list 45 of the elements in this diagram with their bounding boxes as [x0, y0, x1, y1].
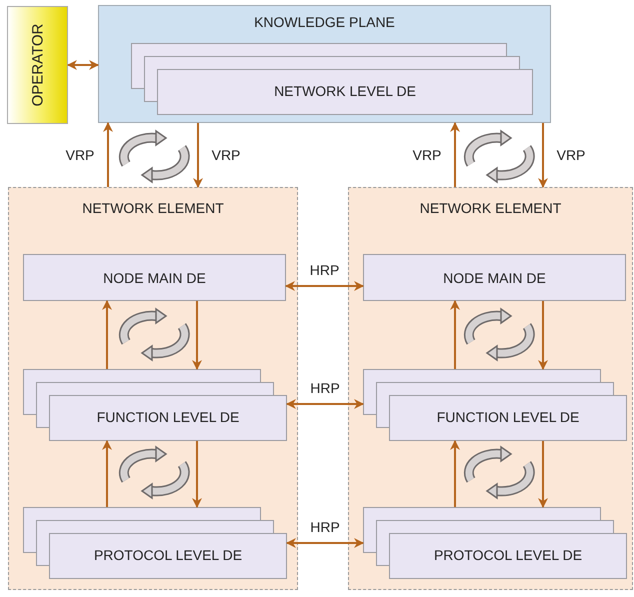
arrow	[192, 441, 202, 508]
arrow	[102, 300, 112, 369]
container-title: NETWORK ELEMENT	[81, 200, 225, 216]
arrow	[450, 300, 460, 369]
box-label: NODE MAIN DE	[442, 270, 547, 286]
container-title: KNOWLEDGE PLANE	[253, 14, 396, 30]
box-label: PROTOCOL LEVEL DE	[432, 547, 584, 563]
arrow	[286, 399, 364, 409]
arrow	[538, 301, 548, 370]
element-container	[8, 187, 298, 590]
box-label: PROTOCOL LEVEL DE	[92, 547, 244, 563]
edge-label: VRP	[210, 147, 242, 163]
process-box	[23, 254, 286, 301]
edge-label: HRP	[308, 519, 342, 535]
arrow	[193, 123, 203, 188]
stacked-process-box	[23, 507, 287, 579]
arrow	[103, 122, 113, 187]
arrow	[538, 441, 548, 508]
box-label: NETWORK LEVEL DE	[273, 83, 417, 99]
arrow	[285, 281, 364, 291]
box-label: FUNCTION LEVEL DE	[96, 409, 240, 425]
edge-label: HRP	[308, 380, 342, 396]
edge-label: VRP	[554, 147, 588, 163]
stacked-process-box	[131, 43, 533, 115]
operator-label: OPERATOR	[29, 24, 46, 106]
element-container	[348, 187, 633, 590]
edge-label: VRP	[64, 147, 96, 163]
process-box	[363, 254, 626, 301]
box-label: FUNCTION LEVEL DE	[436, 409, 580, 425]
arrow	[286, 538, 364, 548]
arrow	[538, 123, 548, 188]
edge-label: VRP	[410, 147, 444, 163]
stacked-process-box	[23, 369, 287, 441]
operator-box	[7, 6, 68, 124]
arrow	[67, 60, 99, 70]
container-title: NETWORK ELEMENT	[418, 200, 562, 216]
plane-container	[98, 5, 551, 123]
stacked-process-box	[363, 369, 627, 441]
arrow	[102, 440, 112, 507]
box-label: NODE MAIN DE	[102, 270, 207, 286]
arrow	[192, 301, 202, 370]
edge-label: HRP	[308, 262, 342, 278]
arrow	[450, 122, 460, 187]
arrow	[450, 440, 460, 507]
stacked-process-box	[363, 507, 627, 579]
